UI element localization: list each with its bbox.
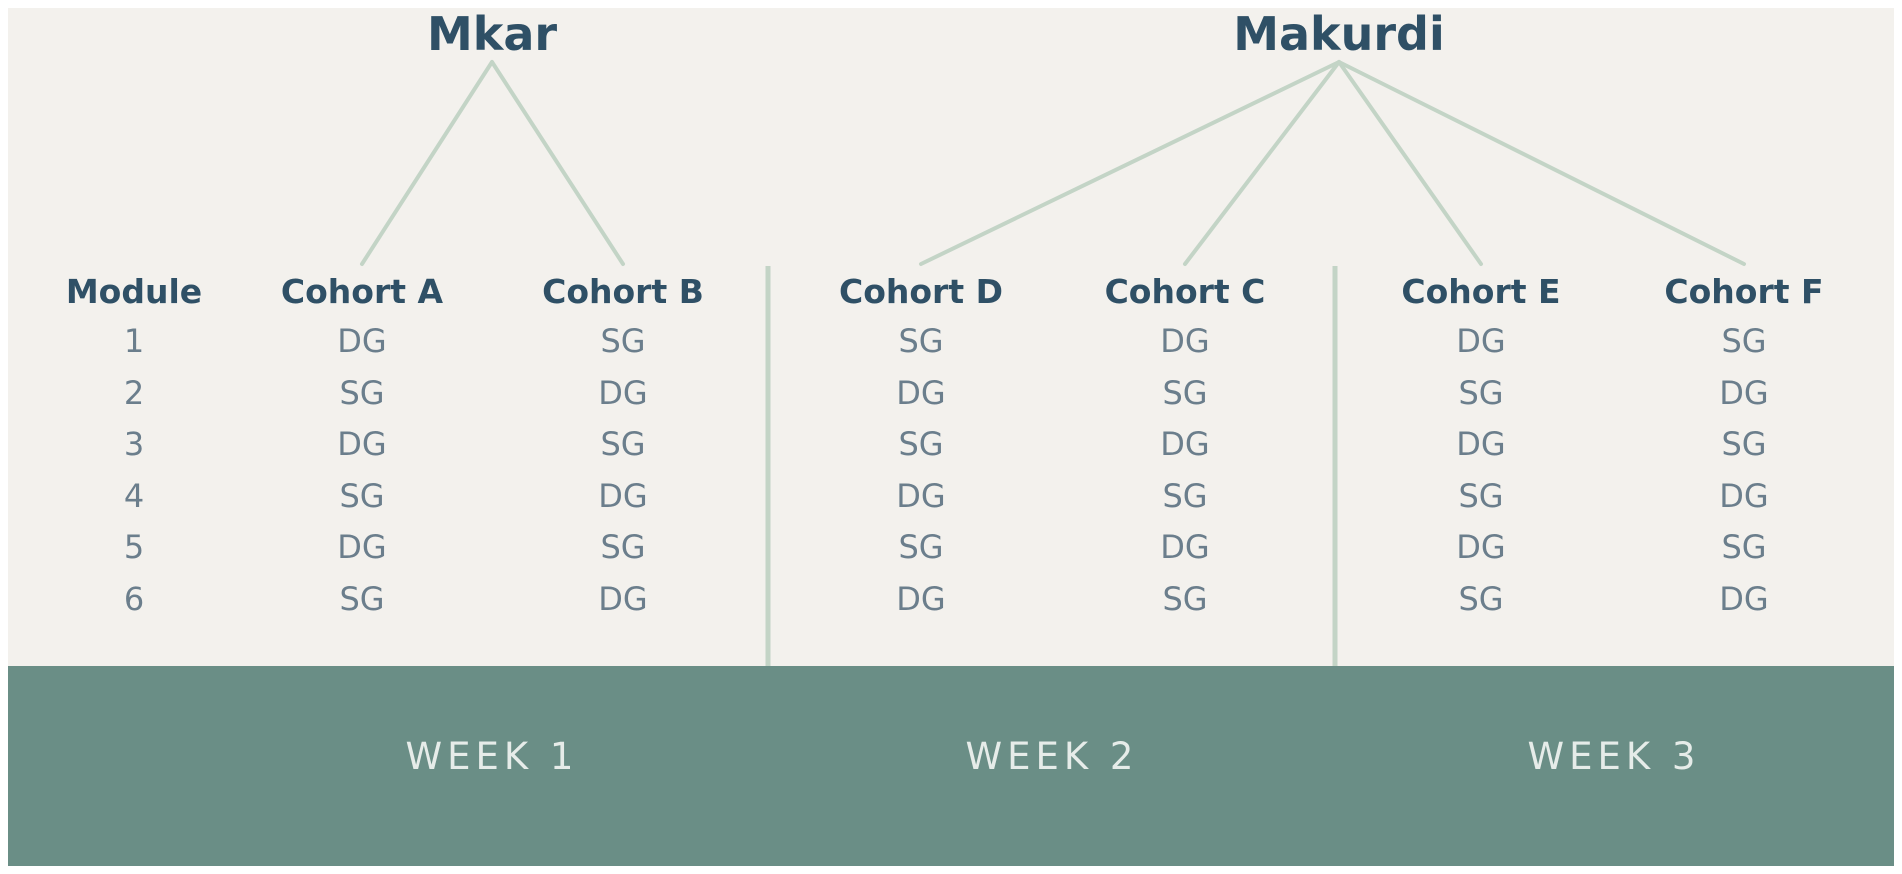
cohort-cell: SG (600, 322, 646, 360)
module-number: 3 (123, 425, 145, 463)
cohort-header: Cohort F (1664, 272, 1824, 311)
cohort-cell: DG (337, 322, 387, 360)
cohort-cell: DG (896, 373, 946, 412)
cohort-cell: SG (898, 322, 944, 360)
cohort-cell: SG (600, 425, 646, 463)
cohort-cell: DG (896, 579, 946, 618)
connector-makurdi-cohort-f (1337, 60, 1746, 266)
cohort-cell: SG (1458, 579, 1504, 618)
cohort-header: Cohort D (839, 272, 1003, 311)
cohort-cell: SG (1458, 476, 1504, 515)
cohort-cell: DG (1160, 322, 1210, 360)
module-number: 5 (123, 528, 145, 566)
cohort-cell: SG (1162, 579, 1208, 618)
cohort-header: Cohort E (1401, 272, 1561, 311)
module-column: Module 1 2 3 4 5 6 (4, 268, 264, 625)
cohort-cell: SG (339, 579, 385, 618)
module-header: Module (65, 272, 203, 311)
cohort-column-e: Cohort E DG SG DG SG DG SG (1351, 268, 1611, 625)
cohort-cell: DG (1719, 476, 1769, 515)
cohort-cell: DG (1719, 579, 1769, 618)
region-title-mkar: Mkar (426, 7, 558, 61)
cohort-column-d: Cohort D SG DG SG DG SG DG (791, 268, 1051, 625)
cohort-cell: DG (1160, 425, 1210, 463)
module-number: 4 (123, 476, 145, 515)
cohort-cell: SG (1162, 476, 1208, 515)
cohort-cell: SG (1721, 528, 1767, 566)
cohort-cell: DG (598, 476, 648, 515)
cohort-cell: DG (598, 579, 648, 618)
cohort-cell: SG (898, 528, 944, 566)
cohort-cell: SG (1721, 322, 1767, 360)
connector-makurdi-cohort-d (919, 60, 1341, 266)
module-number: 1 (123, 322, 145, 360)
cohort-header: Cohort B (542, 272, 704, 311)
cohort-cell: SG (1721, 425, 1767, 463)
cohort-header: Cohort A (280, 272, 444, 311)
week-label-3: WEEK 3 (1527, 735, 1701, 778)
cohort-cell: DG (337, 528, 387, 566)
cohort-cell: SG (898, 425, 944, 463)
cohort-column-c: Cohort C DG SG DG SG DG SG (1055, 268, 1315, 625)
cohort-header: Cohort C (1104, 272, 1266, 311)
week-label-1: WEEK 1 (405, 735, 579, 778)
connector-mkar-cohort-b (490, 60, 625, 266)
cohort-cell: DG (1456, 528, 1506, 566)
connector-makurdi-cohort-e (1337, 60, 1483, 266)
week-band (8, 666, 1894, 866)
week-label-2: WEEK 2 (965, 735, 1139, 778)
region-title-makurdi: Makurdi (1233, 7, 1445, 61)
cohort-cell: DG (598, 373, 648, 412)
cohort-column-f: Cohort F SG DG SG DG SG DG (1614, 268, 1874, 625)
connector-makurdi-cohort-c (1183, 60, 1341, 266)
cohort-cell: DG (896, 476, 946, 515)
module-number: 6 (123, 579, 145, 618)
cohort-cell: SG (1458, 373, 1504, 412)
cohort-cell: SG (339, 476, 385, 515)
cohort-cell: DG (1456, 322, 1506, 360)
cohort-cell: SG (600, 528, 646, 566)
cohort-cell: DG (1160, 528, 1210, 566)
cohort-cell: DG (1719, 373, 1769, 412)
cohort-column-a: Cohort A DG SG DG SG DG SG (232, 268, 492, 625)
connector-mkar-cohort-a (360, 60, 494, 266)
cohort-cell: DG (1456, 425, 1506, 463)
cohort-cell: DG (337, 425, 387, 463)
cohort-column-b: Cohort B SG DG SG DG SG DG (493, 268, 753, 625)
module-number: 2 (123, 373, 145, 412)
cohort-cell: SG (339, 373, 385, 412)
cohort-cell: SG (1162, 373, 1208, 412)
